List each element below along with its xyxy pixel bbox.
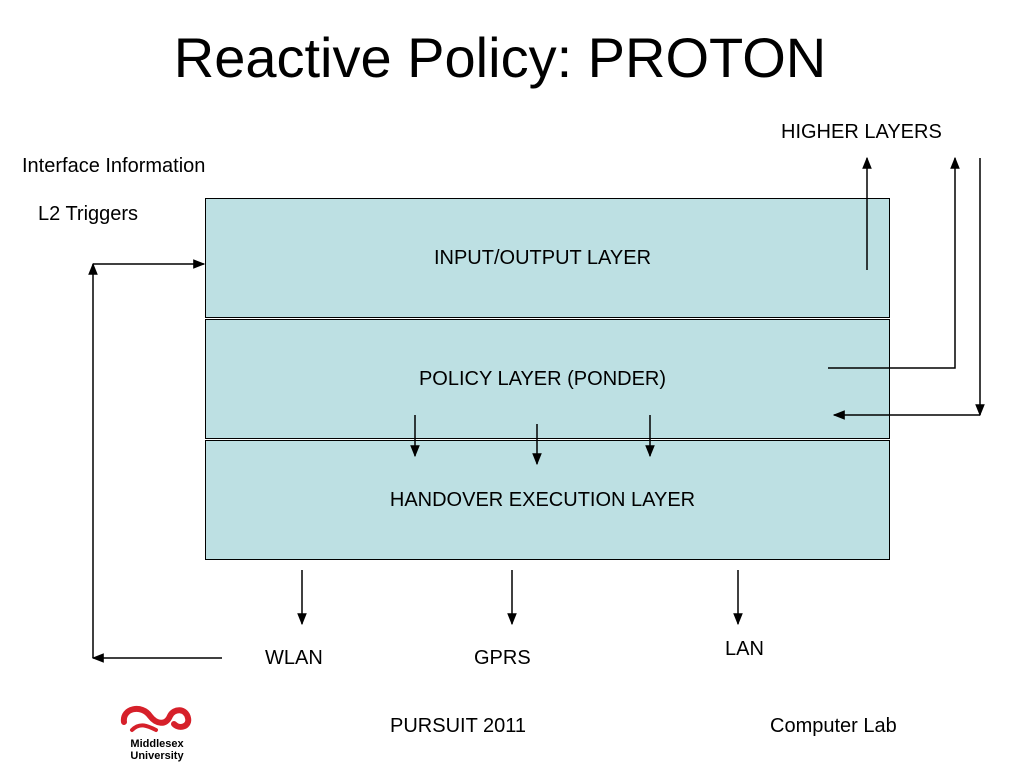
footer-center-text: PURSUIT 2011 [390,715,526,737]
university-logo: Middlesex University [112,700,202,764]
policy-layer: POLICY LAYER (PONDER) [205,319,890,439]
policy-layer-label: POLICY LAYER (PONDER) [418,367,667,390]
logo-line-1: Middlesex [130,738,184,750]
l2-triggers-label: L2 Triggers [38,203,139,225]
handover-execution-layer: HANDOVER EXECUTION LAYER [205,440,890,560]
policy-to-higher-layers-arrow [828,156,960,369]
wlan-label: WLAN [265,647,323,669]
logo-line-2: University [130,750,184,762]
higher-layers-label: HIGHER LAYERS [781,121,942,143]
logo-emblem-icon [120,705,192,732]
lan-label: LAN [725,638,764,660]
input-output-layer-label: INPUT/OUTPUT LAYER [433,246,652,269]
interface-information-label: Interface Information [22,155,206,177]
handover-execution-layer-label: HANDOVER EXECUTION LAYER [389,488,696,511]
gprs-label: GPRS [474,647,531,669]
slide-title: Reactive Policy: PROTON [173,26,827,89]
input-output-layer: INPUT/OUTPUT LAYER [205,198,890,318]
footer-right-text: Computer Lab [770,715,897,737]
